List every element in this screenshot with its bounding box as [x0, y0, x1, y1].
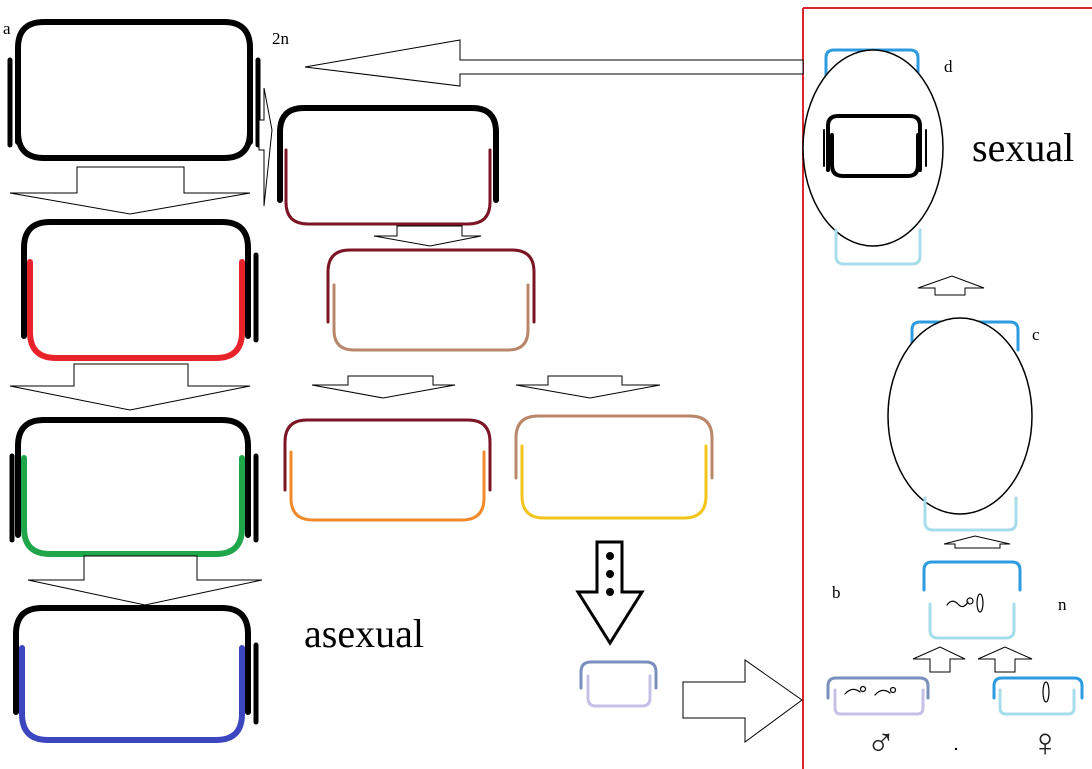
male-gamete-cell	[826, 676, 930, 716]
label-sexual: sexual	[972, 125, 1075, 170]
arrow-down-1	[9, 166, 251, 215]
cell-a1	[7, 19, 261, 161]
cell-m2	[326, 248, 536, 352]
cell-a2	[21, 219, 259, 361]
dotted-arrow-down	[575, 540, 645, 646]
arrow-down-2	[9, 363, 251, 411]
small-cell-gamete	[579, 660, 658, 708]
label-n: n	[1058, 595, 1067, 614]
cell-m1	[277, 105, 499, 226]
cell-a3	[9, 417, 259, 557]
cell-a4	[13, 605, 259, 743]
arrow-up-3	[912, 646, 966, 673]
arrow-down-3	[27, 555, 263, 606]
arrow-right-small	[258, 87, 273, 207]
arrow-up-2	[943, 535, 1011, 549]
dot-mark	[954, 747, 958, 751]
cell-d	[802, 48, 944, 266]
arrow-right-large	[682, 659, 803, 743]
cell-m4	[514, 414, 714, 520]
label-d: d	[944, 57, 953, 76]
arrow-down-m1	[373, 225, 482, 247]
cell-c	[887, 317, 1033, 532]
label-2n: 2n	[272, 29, 289, 48]
cell-b	[922, 560, 1022, 640]
arrow-down-m2	[311, 375, 456, 399]
arrow-left-long	[304, 39, 804, 87]
female-gamete-cell	[992, 676, 1084, 716]
arrow-up-1	[917, 275, 985, 296]
label-asexual: asexual	[304, 611, 424, 656]
arrow-down-m3	[515, 375, 661, 399]
label-c: c	[1032, 325, 1040, 344]
female-symbol: ♀	[1030, 720, 1060, 765]
label-a: a	[3, 19, 11, 38]
label-b: b	[832, 583, 841, 602]
male-symbol: ♂	[866, 720, 896, 765]
cell-m3	[283, 418, 492, 522]
arrow-up-4	[977, 646, 1033, 673]
